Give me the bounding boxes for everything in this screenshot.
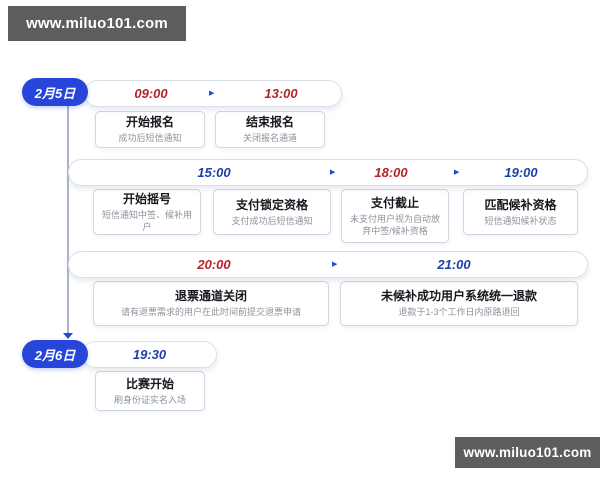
card-title: 支付截止: [370, 195, 419, 210]
card-payment-deadline: 支付截止 未支付用户视为自动放弃中签/候补资格: [341, 189, 449, 243]
card-subtitle: 支付成功后短信通知: [231, 215, 313, 226]
card-subtitle: 退款于1-3个工作日内原路退回: [398, 307, 520, 317]
card-title: 匹配候补资格: [484, 197, 557, 212]
card-title: 开始摇号: [122, 191, 171, 206]
time-2000: 20:00: [197, 257, 231, 272]
card-title: 开始报名: [125, 115, 174, 129]
timeline-connector-line: [67, 106, 69, 334]
time-1930: 19:30: [132, 347, 167, 362]
watermark-top: www.miluo101.com: [8, 6, 186, 41]
card-subtitle: 成功后短信通知: [118, 133, 182, 143]
time-pill-row1: 09:00 ▶ 13:00: [84, 80, 342, 107]
time-2100: 21:00: [437, 257, 471, 272]
time-1900: 19:00: [504, 165, 538, 180]
arrow-down-icon: [63, 333, 73, 339]
card-end-registration: 结束报名 关闭报名通道: [215, 111, 325, 148]
time-1300: 13:00: [264, 86, 298, 101]
time-pill-row4: 19:30: [82, 341, 217, 368]
card-subtitle: 短信通知中签、候补用户: [101, 209, 192, 232]
time-pill-row3: 20:00 ▶ 21:00: [68, 251, 588, 278]
card-lottery-start: 开始摇号 短信通知中签、候补用户: [93, 189, 201, 235]
card-title: 退票通道关闭: [174, 289, 247, 303]
watermark-bottom-text: www.miluo101.com: [463, 445, 592, 460]
time-pill-row2: 15:00 ▶ 18:00 ▶ 19:00: [68, 159, 588, 186]
card-title: 结束报名: [245, 115, 294, 129]
time-0900: 09:00: [134, 86, 168, 101]
card-race-start: 比赛开始 刷身份证实名入场: [95, 371, 205, 411]
card-subtitle: 未支付用户视为自动放弃中签/候补资格: [349, 213, 440, 236]
arrow-right-icon: ▶: [209, 90, 215, 97]
card-payment-lock: 支付锁定资格 支付成功后短信通知: [213, 189, 331, 235]
date-badge-feb6: 2月6日: [22, 340, 88, 368]
card-title: 未候补成功用户系统统一退款: [380, 289, 537, 303]
arrow-right-icon: ▶: [332, 261, 338, 268]
arrow-right-icon: ▶: [454, 169, 460, 176]
watermark-bottom: www.miluo101.com: [455, 437, 600, 468]
card-subtitle: 关闭报名通道: [242, 133, 297, 143]
time-1800: 18:00: [374, 165, 408, 180]
card-title: 支付锁定资格: [235, 197, 308, 212]
card-refund-channel-close: 退票通道关闭 请有退票需求的用户在此时间前提交退票申请: [93, 281, 329, 326]
watermark-top-text: www.miluo101.com: [26, 15, 168, 32]
card-subtitle: 刷身份证实名入场: [113, 394, 186, 405]
card-subtitle: 短信通知候补状态: [484, 215, 557, 226]
card-system-refund: 未候补成功用户系统统一退款 退款于1-3个工作日内原路退回: [340, 281, 578, 326]
card-subtitle: 请有退票需求的用户在此时间前提交退票申请: [120, 307, 301, 317]
card-waitlist-match: 匹配候补资格 短信通知候补状态: [463, 189, 578, 235]
card-start-registration: 开始报名 成功后短信通知: [95, 111, 205, 148]
card-title: 比赛开始: [125, 376, 174, 391]
date-badge-feb5: 2月5日: [22, 78, 88, 106]
arrow-right-icon: ▶: [330, 169, 336, 176]
time-1500: 15:00: [197, 165, 231, 180]
